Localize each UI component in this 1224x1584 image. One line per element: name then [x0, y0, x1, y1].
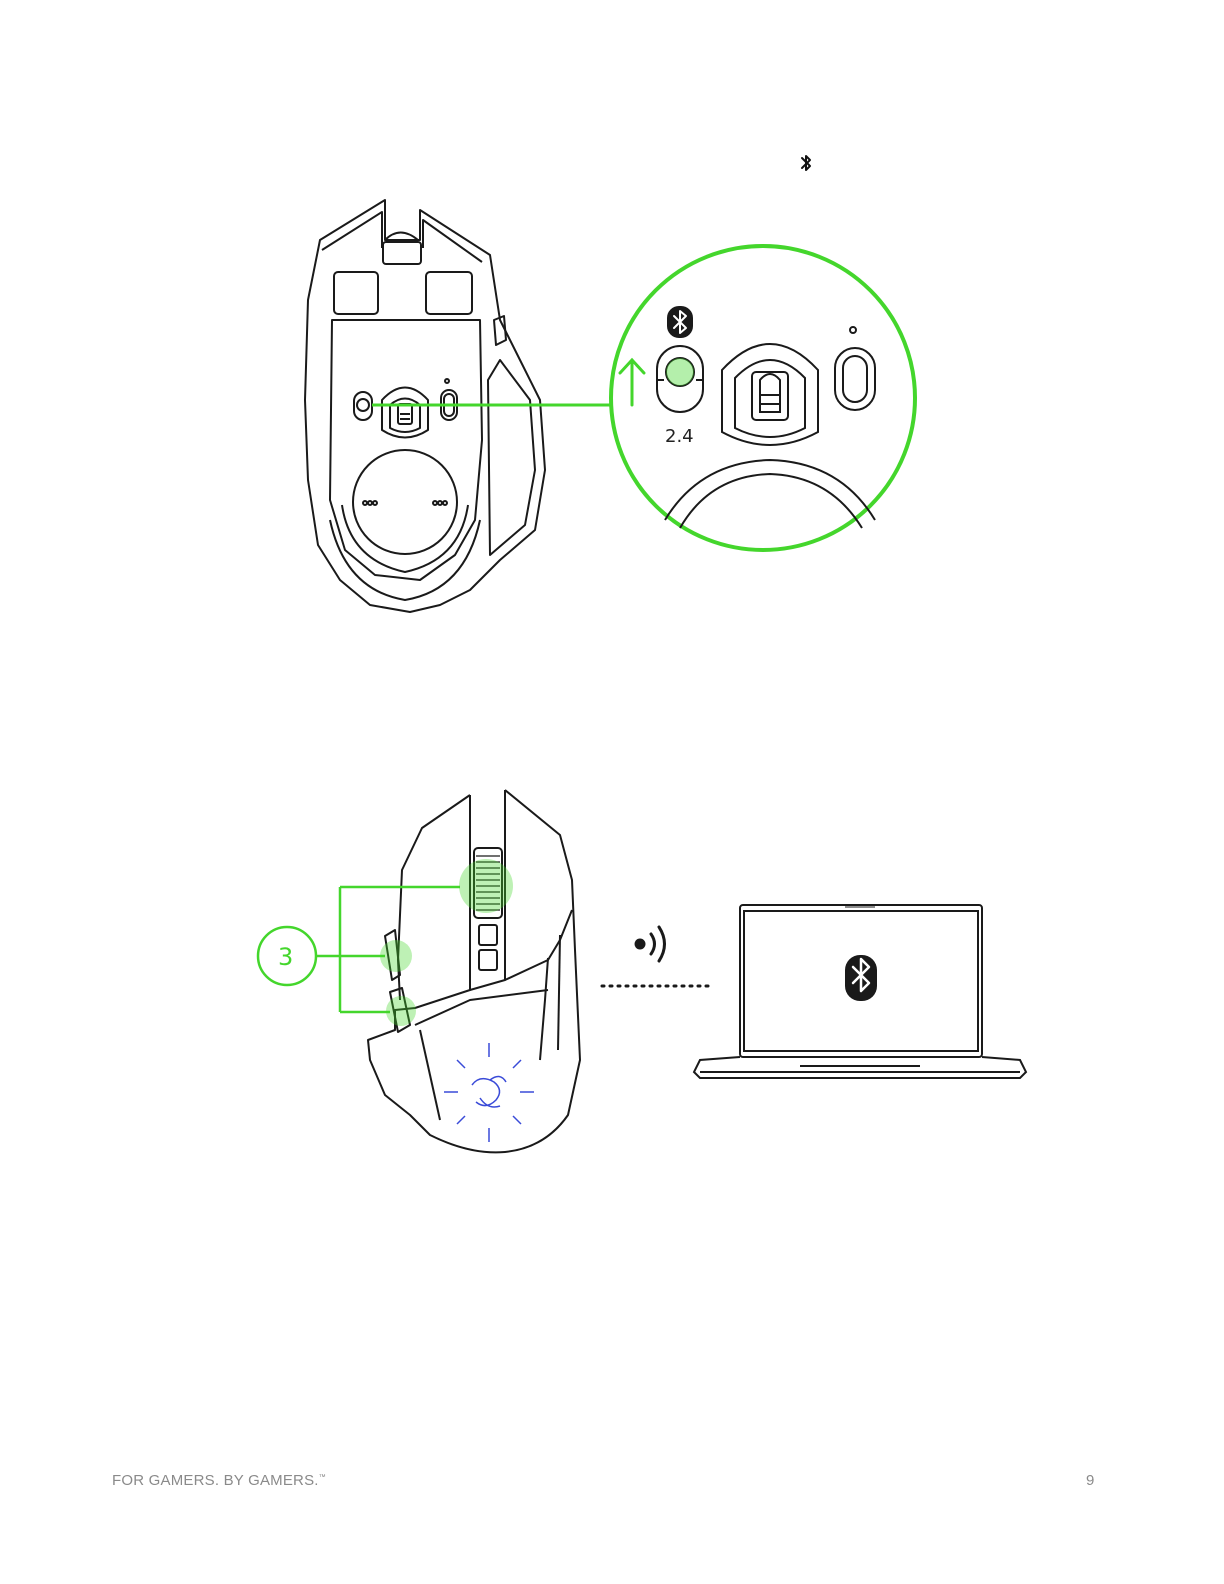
mouse-underside-illustration: 2.4 [290, 195, 930, 625]
bluetooth-icon [797, 152, 815, 176]
wireless-signal-icon [636, 927, 665, 961]
page-number: 9 [1086, 1472, 1094, 1489]
footer-slogan: FOR GAMERS. BY GAMERS.™ [112, 1472, 326, 1489]
switch-label: 2.4 [665, 426, 694, 447]
callout-number: 3 [278, 943, 293, 971]
mouse-top-illustration: 3 [250, 780, 1040, 1160]
